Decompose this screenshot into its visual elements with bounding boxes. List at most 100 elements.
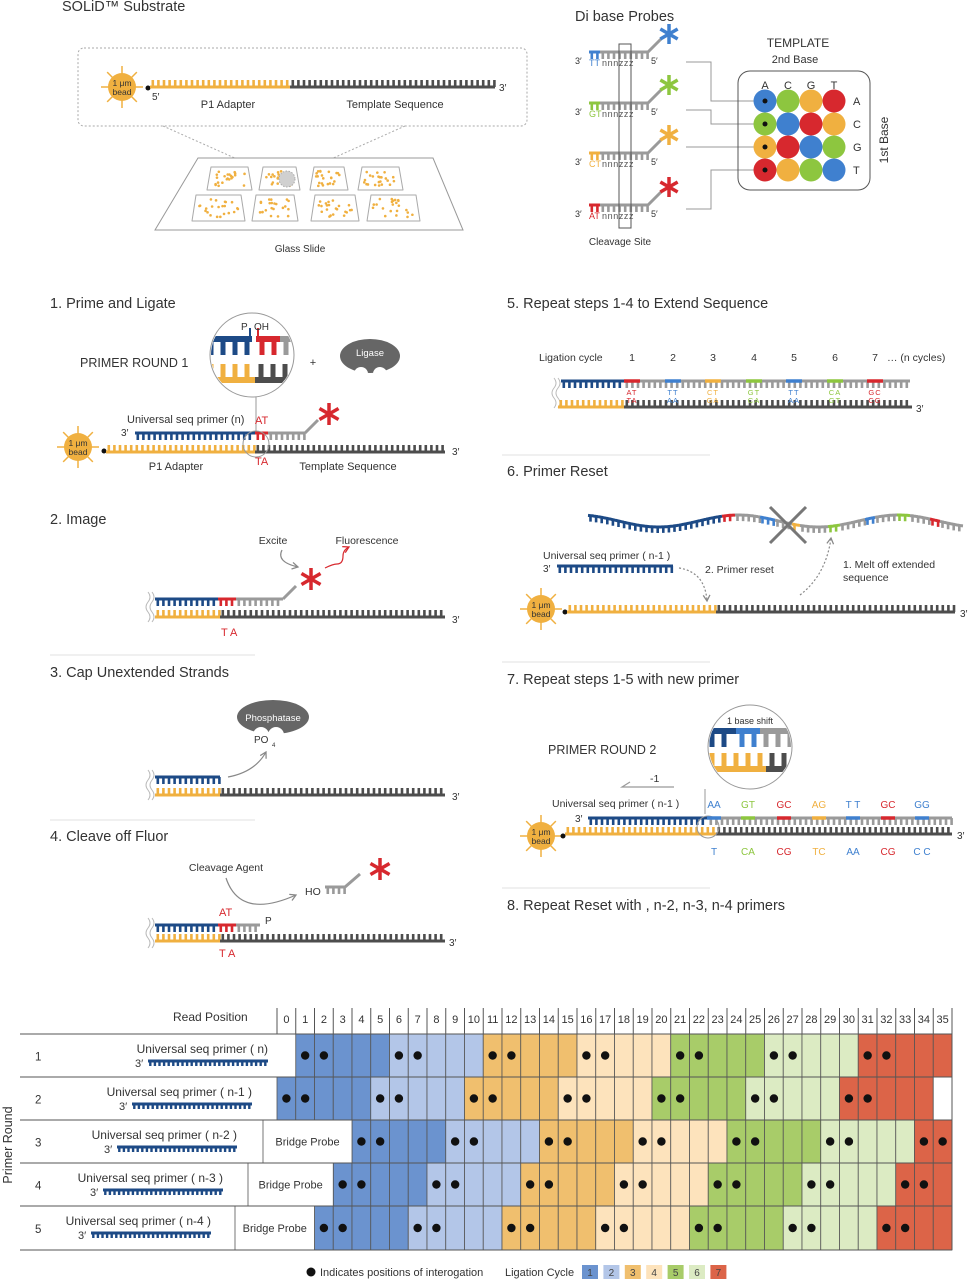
bases <box>256 433 265 440</box>
interrogation-dot <box>582 1051 591 1060</box>
read-position-number: 4 <box>358 1014 364 1026</box>
bead-dot <box>269 214 273 218</box>
probe-base-label: GT <box>748 388 760 397</box>
color-matrix-box <box>737 70 871 191</box>
bead-dot <box>375 203 378 206</box>
interrogation-dot <box>732 1180 741 1189</box>
label: 1 base shift <box>727 716 774 726</box>
attachment-dot <box>562 609 568 615</box>
read-position-cell <box>895 1119 915 1164</box>
label-backdrop <box>709 716 791 727</box>
read-position-cell <box>670 1205 690 1251</box>
read-position-cell <box>614 1076 634 1121</box>
legend-cycle-number: 6 <box>694 1268 700 1279</box>
interrogation-dot <box>432 1180 441 1189</box>
read-position-cell <box>839 1205 859 1251</box>
primer-strand <box>155 923 218 932</box>
interrogation-dot <box>507 1223 516 1233</box>
legend-cycle-number: 5 <box>673 1268 679 1279</box>
read-position-number: 9 <box>452 1014 458 1026</box>
read-position-cell <box>782 1162 803 1207</box>
bases <box>723 515 732 522</box>
probe-base-label: GG <box>914 800 930 811</box>
bases <box>92 1233 210 1238</box>
primer-reset-arrow-icon <box>678 567 711 603</box>
legend-cycle-swatch <box>667 1265 684 1279</box>
interrogation-dot <box>919 1137 929 1146</box>
probe-linker <box>646 88 663 105</box>
read-position-number: 27 <box>787 1014 799 1026</box>
step7-title: 7. Repeat steps 1-5 with new primer <box>507 672 739 688</box>
read-position-cell <box>426 1076 447 1121</box>
shift-arrow-icon <box>619 781 674 788</box>
template-strand <box>624 400 912 409</box>
read-position-cell <box>876 1076 897 1121</box>
legend-cycle-number: 4 <box>651 1268 657 1279</box>
primer-round-number: 2 <box>35 1095 41 1107</box>
read-position-cell <box>670 1162 690 1207</box>
interrogation-dot <box>563 1094 572 1103</box>
bases <box>283 339 293 355</box>
primer-strand-icon <box>132 1102 252 1109</box>
bead-dot <box>267 198 271 201</box>
template-base-label: T <box>711 847 717 858</box>
bead-label: bead <box>69 447 88 457</box>
label: 5′ <box>152 92 160 103</box>
matrix-color-circle <box>776 112 800 136</box>
template-base-label: TC <box>812 847 825 858</box>
interrogation-dot <box>450 1137 460 1146</box>
slide-well <box>357 166 404 191</box>
probe-linker <box>281 584 298 601</box>
interrogation-dot <box>357 1180 366 1189</box>
label: 3′ <box>575 56 582 66</box>
label: P1 Adapter <box>149 461 204 473</box>
read-position-cell <box>801 1119 822 1164</box>
label: 3′ <box>449 938 457 949</box>
bridge-probe-label: Bridge Probe <box>275 1137 339 1149</box>
bead-dot <box>226 173 230 176</box>
probe-linker <box>646 138 663 155</box>
bead-dot <box>362 181 366 184</box>
bead-dot <box>324 202 328 205</box>
bead-label: 1 μm <box>531 827 550 837</box>
melted-strand-segment <box>864 515 876 525</box>
template-strand <box>716 605 956 614</box>
read-position-cell <box>576 1205 597 1251</box>
bead-label: 1 μm <box>531 600 550 610</box>
label: Cleavage Site <box>589 237 652 248</box>
bases <box>590 205 599 212</box>
removed-x-icon <box>768 505 808 545</box>
read-position-number: 30 <box>843 1014 855 1026</box>
matrix-color-circle <box>799 89 823 113</box>
read-position-cell <box>501 1119 522 1164</box>
probe-base-label: TT <box>667 388 678 397</box>
read-position-cell <box>520 1076 540 1121</box>
bead-dot <box>380 176 383 179</box>
bead-dot <box>373 183 377 187</box>
read-position-cell <box>820 1205 840 1251</box>
interrogation-dot <box>600 1223 610 1233</box>
read-position-cell <box>876 1119 897 1164</box>
read-position-cell <box>689 1119 709 1164</box>
probe-base-label: AT <box>626 388 637 397</box>
read-position-cell <box>820 1076 840 1121</box>
read-position-cell <box>576 1119 597 1164</box>
probe-base-label: CA <box>829 388 841 397</box>
matrix-color-circle <box>822 158 846 182</box>
label: 3′ <box>499 83 507 94</box>
matrix-column-label: G <box>807 80 816 92</box>
bead-label: bead <box>113 87 132 97</box>
bases <box>256 445 444 452</box>
matrix-color-circle <box>822 89 846 113</box>
template-strand <box>220 934 445 943</box>
slide-well <box>309 166 349 191</box>
bead-body <box>108 73 136 101</box>
label: 3′ <box>78 1230 86 1242</box>
probe-base-label: AA <box>707 800 721 811</box>
read-position-cell <box>407 1162 428 1207</box>
interrogation-dot <box>488 1051 497 1060</box>
primer-strand-icon <box>103 1188 223 1195</box>
label: 5′ <box>651 107 658 117</box>
interrogation-dot <box>807 1180 816 1189</box>
bases <box>590 103 599 110</box>
